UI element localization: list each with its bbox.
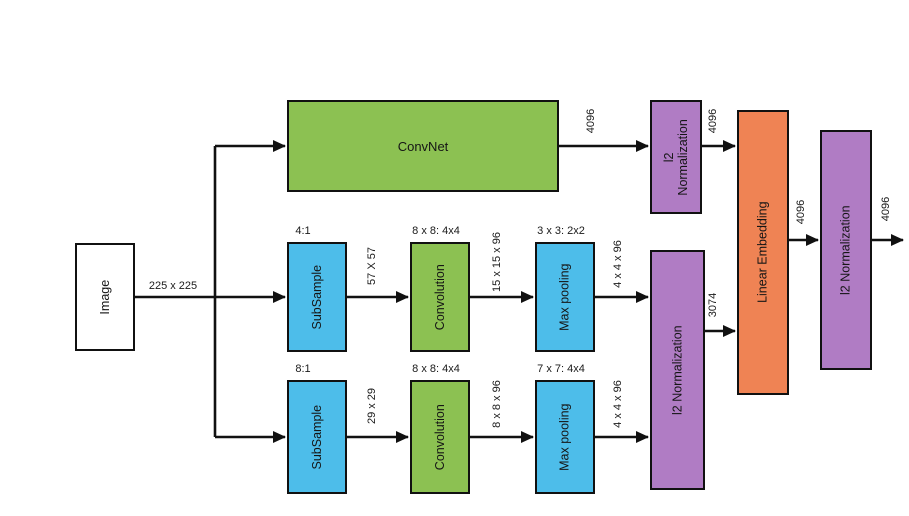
l2-top-label-line1: l2 — [661, 152, 676, 162]
bot-convolution-box: Convolution — [410, 380, 470, 494]
input-dimensions-label: 225 x 225 — [148, 280, 198, 292]
mid-maxpooling-label: Max pooling — [557, 263, 572, 331]
bot-subsample-ratio-label: 8:1 — [295, 363, 311, 375]
l2-normalization-shared-label: l2 Normalization — [670, 325, 685, 415]
mid-pool-out-label: 4 x 4 x 96 — [612, 240, 624, 288]
mid-convolution-label: Convolution — [432, 263, 447, 331]
embedding-out-label: 4096 — [795, 199, 807, 225]
mid-pool-params-label: 3 x 3: 2x2 — [537, 225, 585, 237]
bot-conv-params-label: 8 x 8: 4x4 — [412, 363, 460, 375]
l2-normalization-shared-box: l2 Normalization — [650, 250, 705, 490]
l2-normalization-final-box: l2 Normalization — [820, 130, 872, 370]
mid-subsample-ratio-label: 4:1 — [295, 225, 311, 237]
bot-subsample-out-label: 29 x 29 — [366, 387, 378, 425]
mid-conv-params-label: 8 x 8: 4x4 — [412, 225, 460, 237]
l2-top-label-line2: Normalization — [676, 118, 691, 196]
mid-conv-out-label: 15 x 15 x 96 — [491, 232, 503, 292]
mid-subsample-box: SubSample — [287, 242, 347, 352]
bot-subsample-label: SubSample — [309, 404, 324, 470]
mid-convolution-box: Convolution — [410, 242, 470, 352]
mid-subsample-label: SubSample — [309, 264, 324, 330]
bot-subsample-box: SubSample — [287, 380, 347, 494]
image-label: Image — [97, 279, 112, 315]
bot-pool-params-label: 7 x 7: 4x4 — [537, 363, 585, 375]
bot-maxpooling-box: Max pooling — [535, 380, 595, 494]
linear-embedding-label: Linear Embedding — [755, 201, 770, 304]
convnet-output-dim-label: 4096 — [585, 108, 597, 134]
convnet-label: ConvNet — [397, 138, 449, 154]
bot-pool-out-label: 4 x 4 x 96 — [612, 380, 624, 428]
mid-maxpooling-box: Max pooling — [535, 242, 595, 352]
bot-conv-out-label: 8 x 8 x 96 — [491, 380, 503, 428]
bot-convolution-label: Convolution — [432, 403, 447, 471]
convnet-box: ConvNet — [287, 100, 559, 192]
bot-maxpooling-label: Max pooling — [557, 403, 572, 471]
shared-l2-out-label: 3074 — [707, 292, 719, 318]
image-box: Image — [75, 243, 135, 351]
mid-subsample-out-label: 57 X 57 — [366, 247, 378, 285]
l2-normalization-final-label: l2 Normalization — [838, 205, 853, 295]
l2-top-output-dim-label: 4096 — [707, 108, 719, 134]
final-output-dim-label: 4096 — [880, 196, 892, 222]
linear-embedding-box: Linear Embedding — [737, 110, 789, 395]
